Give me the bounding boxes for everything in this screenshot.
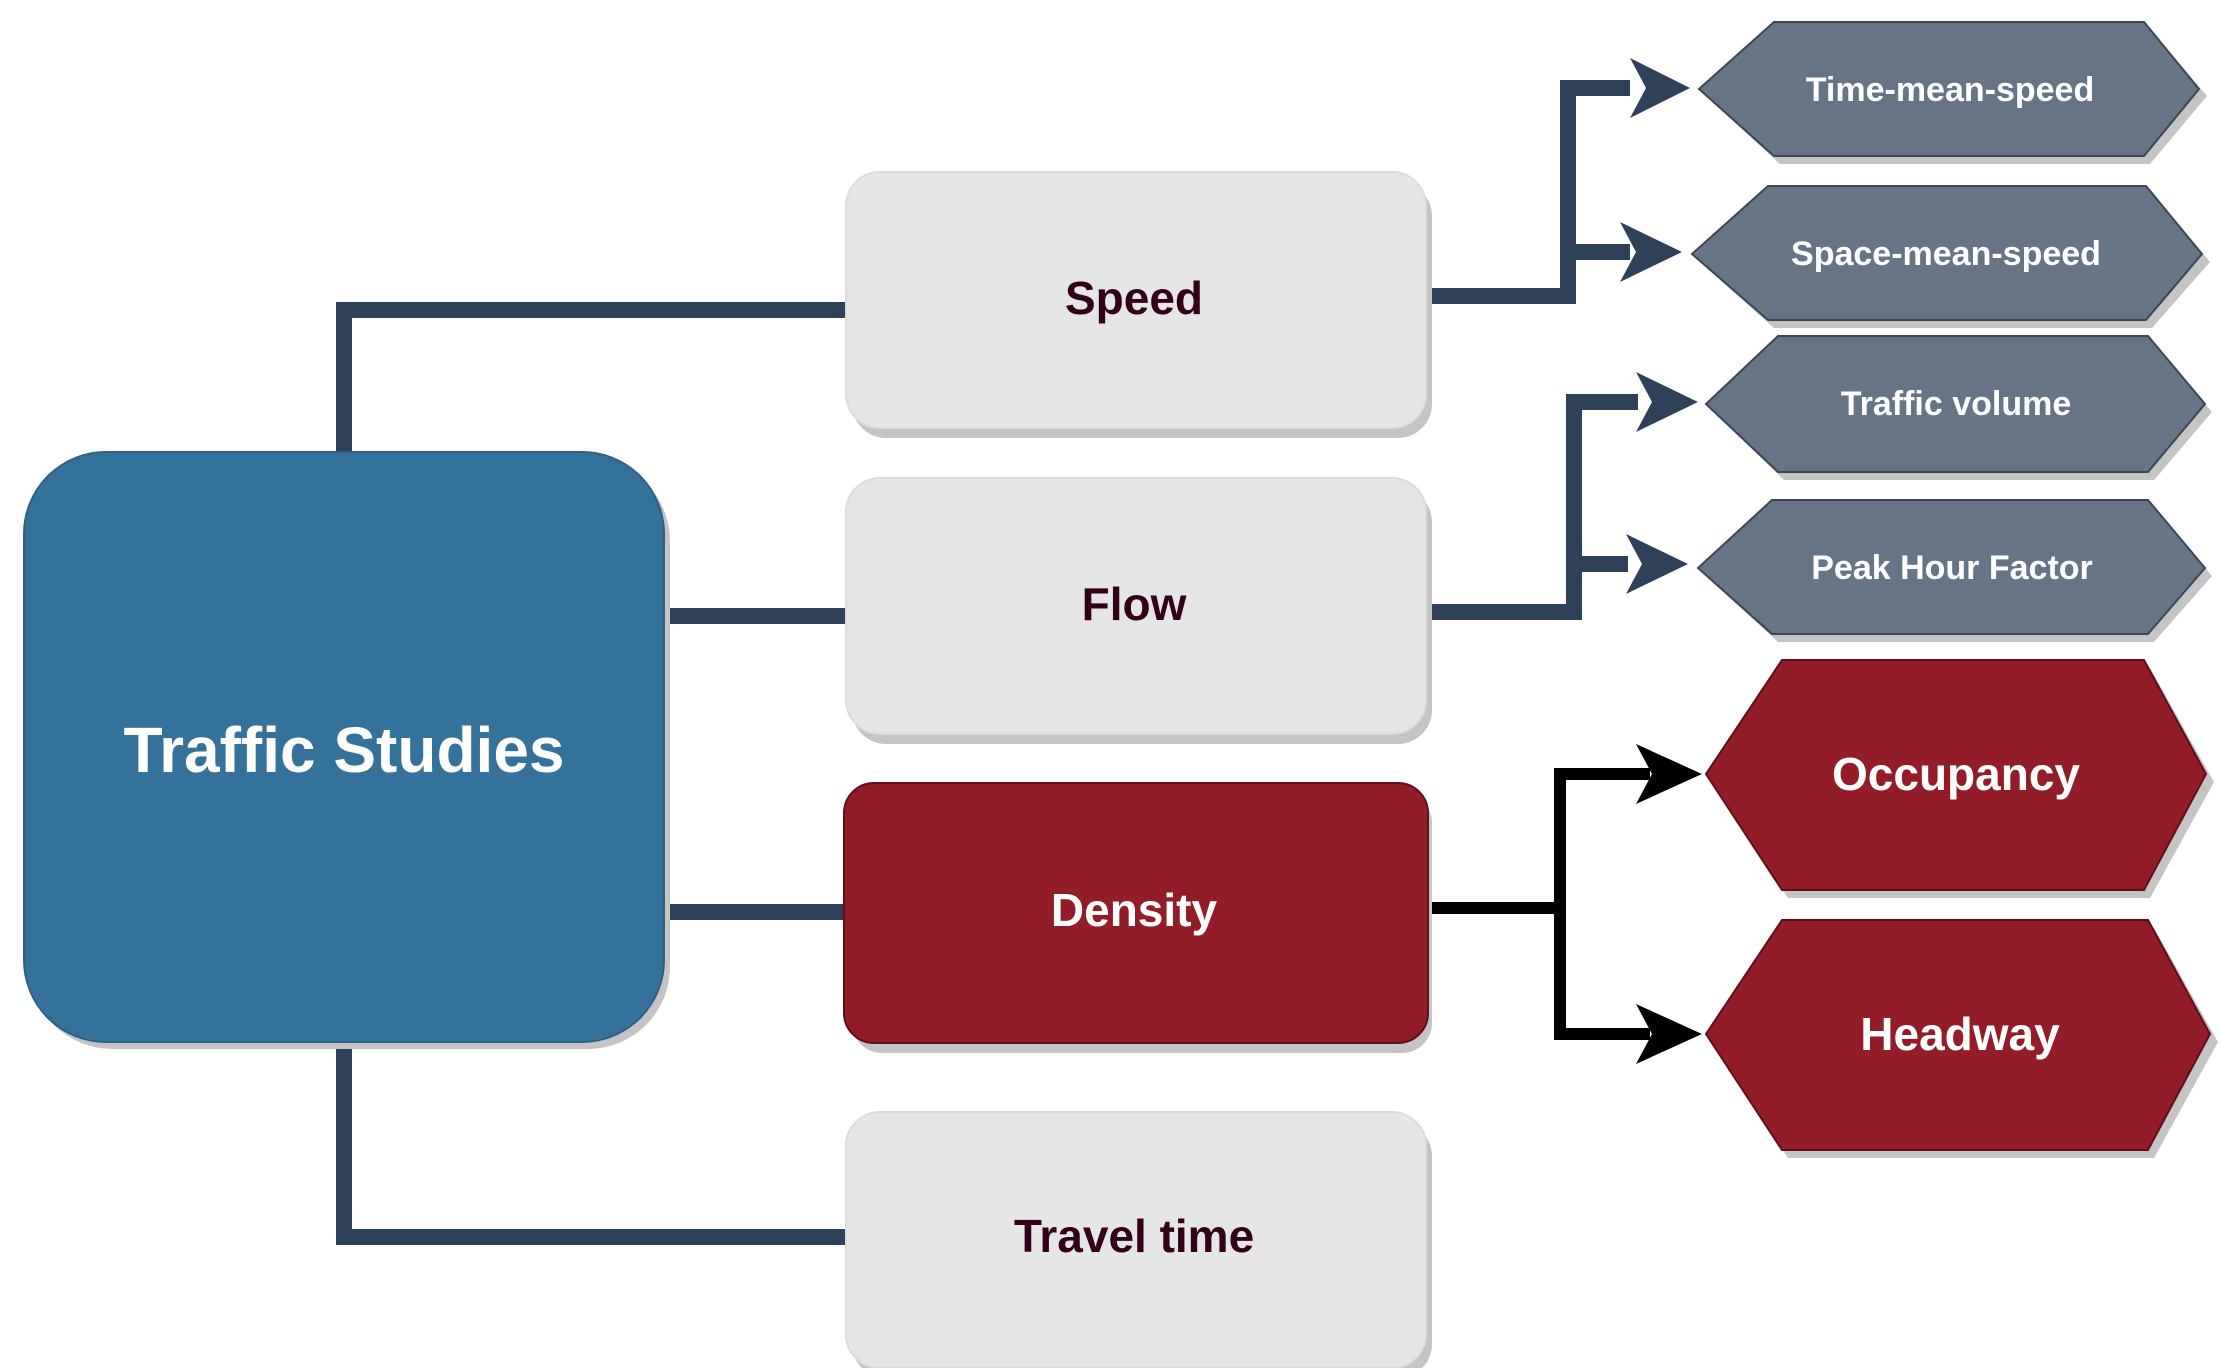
leaf-peak-hour-factor-box (1696, 499, 2207, 635)
connector-flow-bus (1432, 394, 1638, 620)
leaf-occupancy-box (1704, 659, 2208, 891)
category-density: Density (843, 782, 1432, 1053)
arrow-traffic-volume (1636, 372, 1698, 432)
category-flow-box (845, 477, 1427, 735)
category-travel-time-label: Travel time (1014, 1210, 1254, 1262)
leaf-peak-hour-factor-label: Peak Hour Factor (1811, 549, 2093, 587)
leaf-headway-label: Headway (1860, 1008, 2060, 1060)
connector-speed-bus (1428, 80, 1630, 304)
category-flow-label: Flow (1082, 578, 1187, 630)
leaf-traffic-volume-label: Traffic volume (1841, 385, 2072, 423)
root-node-label: Traffic Studies (124, 714, 565, 786)
category-travel-time: Travel time (845, 1111, 1432, 1368)
category-speed-box (845, 171, 1427, 429)
connector-density-bus (1432, 768, 1650, 914)
leaf-occupancy-label: Occupancy (1832, 748, 2080, 800)
leaf-time-mean-speed-label: Time-mean-speed (1806, 71, 2094, 109)
connector-density-headway (1554, 908, 1650, 1040)
leaf-traffic-volume-box (1704, 335, 2207, 473)
category-travel-time-box (845, 1111, 1427, 1368)
arrow-occupancy (1636, 744, 1702, 804)
arrow-time-mean-speed (1630, 58, 1690, 118)
leaf-headway: Headway (1704, 919, 2218, 1158)
category-speed-label: Speed (1065, 272, 1203, 324)
arrow-peak-hour-factor (1626, 534, 1688, 594)
leaf-time-mean-speed-box (1697, 21, 2201, 157)
category-density-label: Density (1051, 884, 1218, 936)
leaf-traffic-volume: Traffic volume (1704, 335, 2212, 480)
category-density-box (843, 782, 1429, 1044)
leaf-occupancy: Occupancy (1704, 659, 2214, 898)
leaf-space-mean-speed-label: Space-mean-speed (1791, 235, 2101, 273)
leaf-connectors (1428, 58, 1702, 1064)
leaf-space-mean-speed-box (1690, 185, 2204, 321)
root-node-box (23, 451, 665, 1043)
root-node: Traffic Studies (23, 451, 670, 1049)
connector-root-travel-time (336, 1042, 846, 1245)
category-flow: Flow (845, 477, 1432, 744)
category-speed: Speed (845, 171, 1432, 438)
leaf-peak-hour-factor: Peak Hour Factor (1696, 499, 2212, 642)
connector-root-speed (336, 302, 853, 452)
leaf-space-mean-speed: Space-mean-speed (1690, 185, 2210, 328)
leaf-headway-box (1704, 919, 2212, 1151)
arrow-space-mean-speed (1620, 222, 1682, 282)
leaf-time-mean-speed: Time-mean-speed (1697, 21, 2207, 164)
root-connectors (336, 302, 853, 1245)
arrow-headway (1636, 1004, 1702, 1064)
